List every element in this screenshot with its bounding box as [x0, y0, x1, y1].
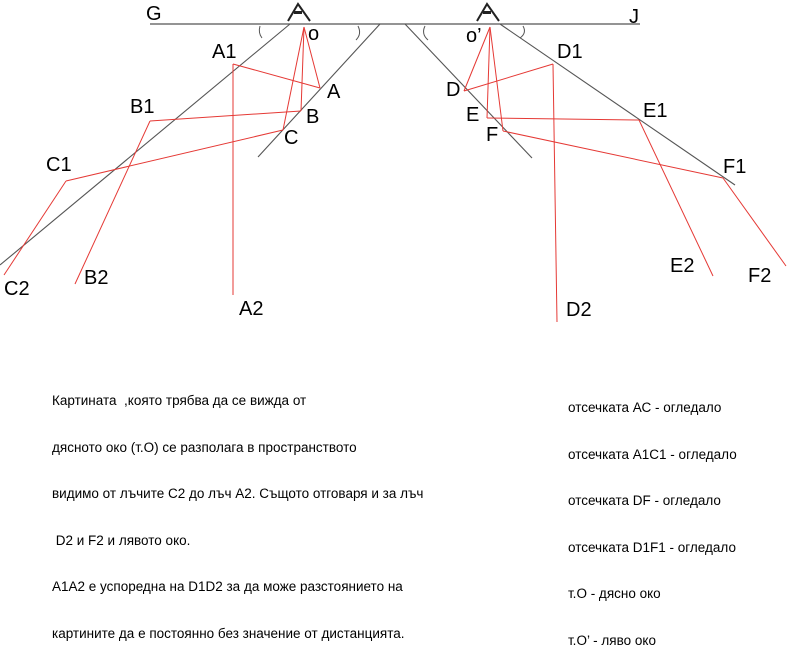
label-d: D	[446, 79, 460, 101]
note-line: Картината ,която трябва да се вижда от	[52, 393, 307, 408]
label-d1: D1	[557, 41, 583, 63]
label-a: A	[327, 81, 341, 103]
label-o: o	[308, 23, 319, 45]
legend-line: т.О’ - ляво око	[568, 632, 656, 648]
label-f1: F1	[723, 156, 746, 178]
label-f2: F2	[748, 265, 771, 287]
label-b1: B1	[130, 96, 154, 118]
ray-e2	[638, 119, 714, 277]
label-a1: A1	[212, 41, 236, 63]
label-f: F	[486, 124, 498, 146]
label-e2: E2	[670, 255, 694, 277]
label-j: J	[629, 6, 639, 28]
mirror-diagram: G J o o’ A B C A1 B1 C1 A2 B2 C2 D E F D…	[0, 2, 787, 323]
label-e: E	[466, 104, 479, 126]
label-c2: C2	[4, 278, 30, 300]
label-b: B	[306, 106, 319, 128]
legend-line: отсечката DF - огледало	[568, 493, 721, 508]
description-note: Картината ,която трябва да се вижда от д…	[52, 362, 423, 657]
mirror-df	[404, 23, 533, 159]
mirror-ac	[257, 23, 381, 158]
note-line: картините да е постоянно без значение от…	[52, 625, 405, 641]
label-a2: A2	[239, 298, 263, 320]
label-g: G	[146, 3, 162, 25]
label-o-prime: o’	[466, 25, 482, 47]
note-line: дясното око (т.О) се разполага в простра…	[52, 439, 357, 455]
note-line: D2 и F2 и лявото око.	[52, 532, 191, 548]
eye-icon	[476, 2, 500, 22]
legend-line: отсечката А1С1 - огледало	[568, 446, 737, 462]
ray-c2	[3, 180, 67, 276]
label-c1: C1	[46, 154, 72, 176]
note-line: А1А2 е успоредна на D1D2 за да може разс…	[52, 579, 403, 594]
label-c: C	[284, 127, 298, 149]
note-line: видимо от лъчите С2 до лъч А2. Същото от…	[52, 486, 424, 501]
ray-b2	[74, 120, 151, 285]
line-a1-c1	[0, 23, 291, 266]
ray-d2	[552, 63, 558, 323]
legend-line: отсечката АС - огледало	[568, 400, 722, 415]
eye-icon	[287, 2, 311, 22]
legend-line: т.О - дясно око	[568, 586, 661, 601]
ray-f2	[722, 177, 787, 267]
label-b2: B2	[84, 267, 108, 289]
line-d1-f1	[499, 23, 736, 186]
label-d2: D2	[566, 299, 592, 321]
legend-note: отсечката АС - огледало отсечката А1С1 -…	[568, 369, 737, 664]
label-e1: E1	[643, 100, 667, 122]
legend-line: отсечката D1F1 - огледало	[568, 539, 736, 555]
